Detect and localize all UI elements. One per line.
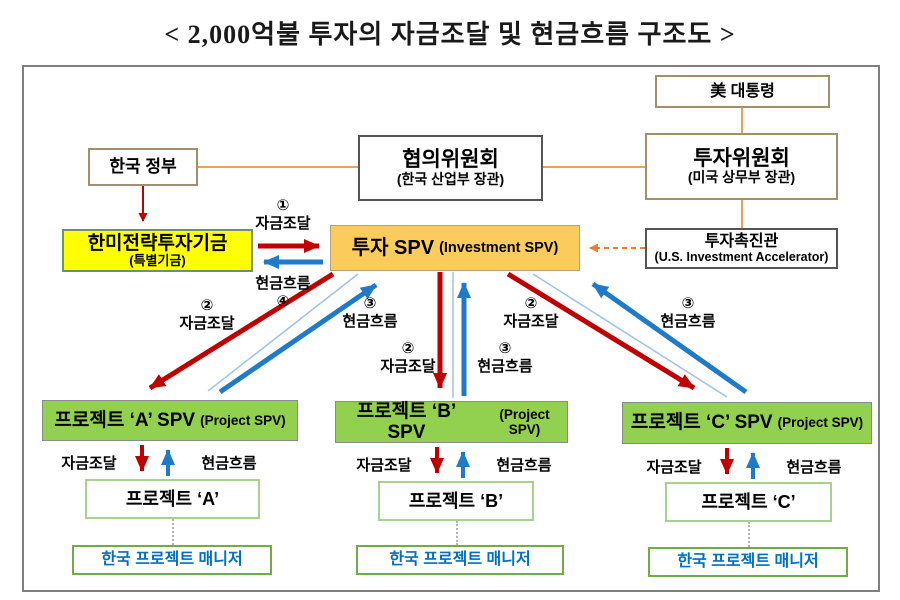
flow-label-3-cashflow-c: ③ 현금흐름 [643,295,733,331]
flow-label-3-cashflow-b: ③ 현금흐름 [460,340,550,376]
edge-label-cashflow-b: 현금흐름 [496,457,552,474]
flow-label-text: 자금조달 [179,315,235,332]
edge-label-funding-b: 자금조달 [356,457,412,474]
dotted-link-project-manager-b [456,521,458,545]
box-consultation-committee: 협의위원회 (한국 산업부 장관) [358,135,543,201]
box-us-president: 美 대통령 [655,75,830,108]
edge-label-cashflow-c: 현금흐름 [786,459,842,476]
box-label: 한국 프로젝트 매니저 [389,551,531,569]
circled-number-2: ② [200,297,214,314]
box-project-spv-c: 프로젝트 ‘C’ SPV (Project SPV) [622,402,872,444]
box-label: 투자촉진관 [704,232,779,250]
flow-label-text: 자금조달 [255,215,311,232]
box-project-spv-a: 프로젝트 ‘A’ SPV (Project SPV) [42,400,298,441]
flow-label-text: 현금흐름 [477,358,533,375]
box-project-b: 프로젝트 ‘B’ [378,481,534,521]
circled-number-2: ② [401,340,415,357]
box-label: 한국 프로젝트 매니저 [677,553,819,571]
edge-label-funding-a: 자금조달 [61,455,117,472]
box-label: 투자위원회 [693,146,790,170]
box-sublabel: (특별기금) [129,252,186,268]
edge-label-cashflow-a: 현금흐름 [201,455,257,472]
box-label: 한국 정부 [109,157,177,177]
flow-label-3-cashflow-a: ③ 현금흐름 [325,295,415,331]
box-label: 美 대통령 [710,82,775,100]
box-label: 프로젝트 ‘A’ [125,488,220,509]
box-sublabel: (한국 산업부 장관) [396,170,505,187]
box-sublabel: (Project SPV) [777,415,864,431]
box-investment-spv: 투자 SPV (Investment SPV) [330,225,580,271]
circled-number-4: ④ [276,293,290,310]
circled-number-2: ② [524,295,538,312]
box-label: 협의위원회 [402,148,499,172]
flow-label-text: 현금흐름 [660,313,716,330]
box-label: 한국 프로젝트 매니저 [101,551,243,569]
box-korea-project-manager-b: 한국 프로젝트 매니저 [356,545,564,575]
box-investment-committee: 투자위원회 (미국 상무부 장관) [645,133,838,200]
edge-label-funding-c: 자금조달 [646,459,702,476]
dotted-link-project-manager-a [172,519,174,545]
box-project-spv-b: 프로젝트 ‘B’ SPV (Project SPV) [335,401,568,443]
box-korea-project-manager-a: 한국 프로젝트 매니저 [72,545,272,575]
box-label: 한미전략투자기금 [87,232,228,254]
flow-label-text: 자금조달 [380,358,436,375]
box-korea-us-strategic-investment-fund: 한미전략투자기금 (특별기금) [62,229,253,272]
outer-frame [22,65,880,592]
circled-number-3: ③ [498,340,512,357]
flow-label-text: 현금흐름 [342,313,398,330]
box-sublabel: (U.S. Investment Accelerator) [654,250,829,265]
box-project-a: 프로젝트 ‘A’ [85,479,260,519]
flow-label-text: 현금흐름 [255,275,311,292]
flow-label-4-cashflow: 현금흐름 ④ [238,275,328,311]
box-sublabel: (Project SPV) [499,406,550,437]
box-korea-project-manager-c: 한국 프로젝트 매니저 [648,547,848,577]
box-label: 투자 SPV [351,236,435,259]
box-label: 프로젝트 ‘C’ [701,491,796,512]
flow-label-1-funding: ① 자금조달 [238,197,328,233]
box-sublabel: (Investment SPV) [439,239,559,256]
box-label: 프로젝트 ‘C’ SPV [630,412,773,434]
flow-label-2-funding-c: ② 자금조달 [486,295,576,331]
box-label: 프로젝트 ‘B’ SPV [356,400,457,443]
box-korea-government: 한국 정부 [88,148,198,186]
flow-label-2-funding-a: ② 자금조달 [162,297,252,333]
circled-number-3: ③ [681,295,695,312]
flow-label-2-funding-b: ② 자금조달 [363,340,453,376]
circled-number-3: ③ [363,295,377,312]
box-sublabel: (Project SPV) [200,412,286,428]
flow-label-text: 자금조달 [503,313,559,330]
dotted-link-project-manager-c [748,522,750,547]
box-label: 프로젝트 ‘B’ [408,490,504,511]
circled-number-1: ① [276,197,290,214]
box-sublabel: (미국 상무부 장관) [687,169,796,186]
box-investment-accelerator: 투자촉진관 (U.S. Investment Accelerator) [645,228,838,269]
diagram-title: < 2,000억불 투자의 자금조달 및 현금흐름 구조도 > [164,20,736,49]
box-project-c: 프로젝트 ‘C’ [665,482,832,522]
box-label: 프로젝트 ‘A’ SPV [54,409,196,431]
